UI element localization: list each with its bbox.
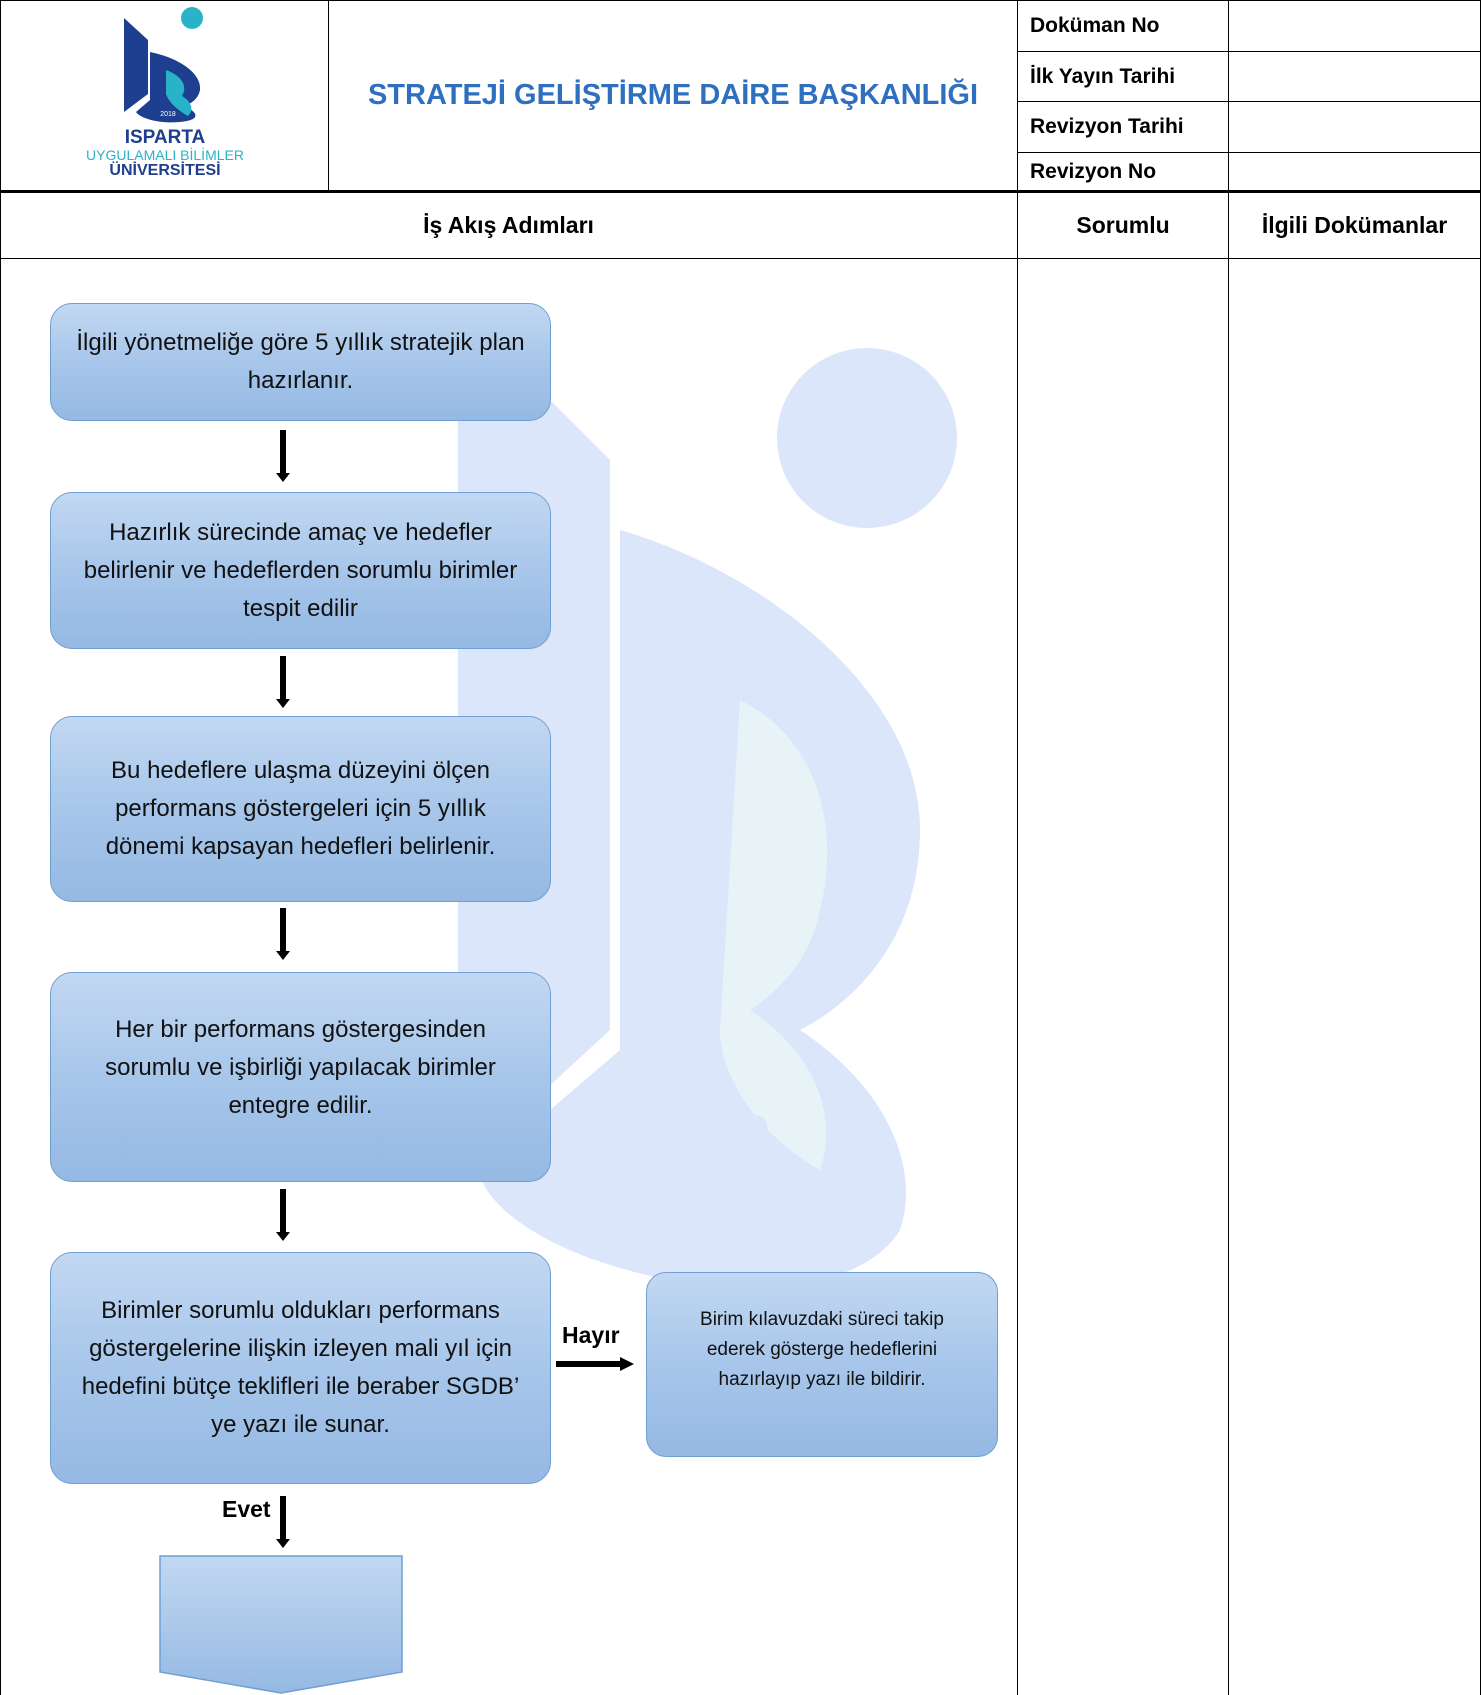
arrow-down-3 xyxy=(276,908,290,960)
logo-line3: ÜNİVERSİTESİ xyxy=(109,161,221,179)
related-documents-column-header: İlgili Dokümanlar xyxy=(1261,212,1448,238)
first-publish-date-label: İlk Yayın Tarihi xyxy=(1030,64,1176,88)
flow-step-3: Bu hedeflere ulaşma düzeyini ölçen perfo… xyxy=(50,716,551,902)
first-publish-date-value xyxy=(1229,52,1480,101)
yes-label: Evet xyxy=(222,1496,271,1522)
logo-line1: ISPARTA xyxy=(124,127,206,148)
arrow-down-1 xyxy=(276,430,290,482)
revision-date-value xyxy=(1229,102,1480,152)
flow-step-5: Birimler sorumlu oldukları performans gö… xyxy=(50,1252,551,1484)
arrow-down-5 xyxy=(276,1496,290,1548)
flow-step-4: Her bir performans göstergesinden soruml… xyxy=(50,972,551,1182)
responsible-column-header: Sorumlu xyxy=(1076,212,1170,238)
no-label: Hayır xyxy=(562,1322,620,1348)
flow-side-step: Birim kılavuzdaki süreci takip ederek gö… xyxy=(646,1272,998,1457)
steps-column-header: İş Akış Adımları xyxy=(423,212,594,238)
arrow-down-2 xyxy=(276,656,290,708)
arrow-right xyxy=(556,1357,634,1371)
revision-date-label: Revizyon Tarihi xyxy=(1030,115,1184,138)
revision-no-label: Revizyon No xyxy=(1030,159,1157,183)
watermark-year: 2018 xyxy=(629,1102,771,1174)
flow-step-2: Hazırlık sürecinde amaç ve hedefler beli… xyxy=(50,492,551,649)
university-logo: 2018 ISPARTA UYGULAMALI BİLİMLER ÜNİVERS… xyxy=(60,4,270,188)
document-no-label: Doküman No xyxy=(1030,13,1160,37)
logo-year: 2018 xyxy=(160,111,176,118)
flow-step-1: İlgili yönetmeliğe göre 5 yıllık stratej… xyxy=(50,303,551,421)
revision-no-value xyxy=(1229,153,1480,190)
page-title: STRATEJİ GELİŞTİRME DAİRE BAŞKANLIĞI xyxy=(367,78,979,111)
document-no-value xyxy=(1229,0,1480,51)
arrow-down-4 xyxy=(276,1189,290,1241)
off-page-connector xyxy=(159,1555,403,1694)
logo-mark: 2018 xyxy=(124,7,203,123)
logo-line2: UYGULAMALI BİLİMLER xyxy=(86,146,244,163)
